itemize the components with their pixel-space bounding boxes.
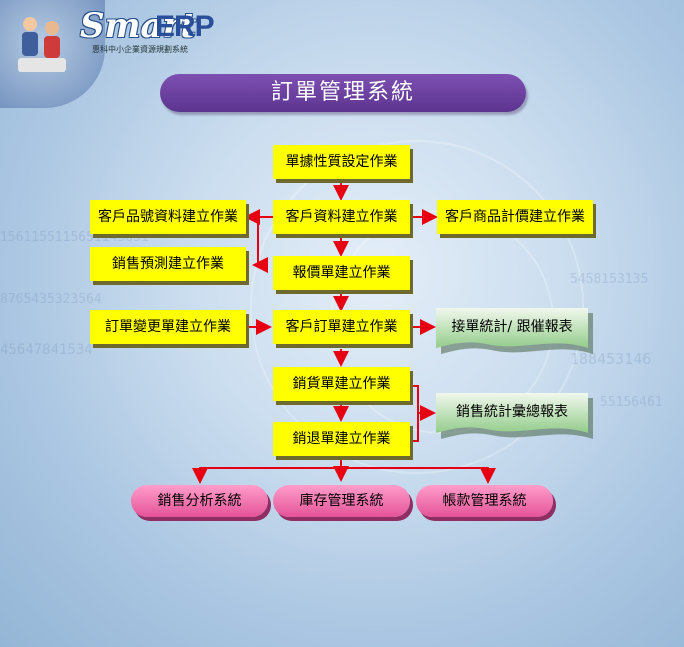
- box-customer-item: 客戶品號資料建立作業: [90, 200, 246, 234]
- report-order-stats: 接單統計/ 跟催報表: [436, 308, 594, 356]
- background-digits: 45647841534: [0, 342, 93, 358]
- logo-tagline: 惠科中小企業資源規劃系統: [92, 45, 188, 54]
- report-label: 銷售統計彙總報表: [456, 404, 568, 420]
- bracket-right: [410, 385, 419, 442]
- page-title: 訂單管理系統: [160, 74, 526, 112]
- report-label: 接單統計/ 跟催報表: [451, 319, 573, 335]
- box-sales-forecast: 銷售預測建立作業: [90, 247, 246, 281]
- document-shape-icon: [436, 308, 593, 354]
- background-globe: [250, 140, 584, 474]
- system-inventory: 庫存管理系統: [273, 485, 410, 517]
- box-customer-data: 客戶資料建立作業: [273, 200, 410, 234]
- background-digits: 188453146: [570, 350, 652, 368]
- arrow-to-forecast: [252, 233, 268, 273]
- system-accounts: 帳款管理系統: [416, 485, 553, 517]
- background-digits: 55156461: [600, 395, 663, 410]
- box-order-change: 訂單變更單建立作業: [90, 310, 246, 344]
- box-customer-price: 客戶商品計價建立作業: [437, 200, 593, 234]
- document-shape-icon: [436, 393, 593, 439]
- box-doc-property: 單據性質設定作業: [273, 145, 410, 179]
- system-sales-analysis: 銷售分析系統: [131, 485, 268, 517]
- report-sales-stats: 銷售統計彙總報表: [436, 393, 594, 441]
- logo-brand-bold: ERP: [155, 10, 215, 43]
- branch-line: [199, 467, 489, 478]
- background-digits: 5458153135: [570, 272, 649, 287]
- background-digits: 8765435323564: [0, 292, 102, 307]
- people-icon: [18, 17, 66, 72]
- box-customer-order: 客戶訂單建立作業: [273, 310, 410, 344]
- box-sales-out: 銷貨單建立作業: [273, 367, 410, 401]
- box-quotation: 報價單建立作業: [273, 256, 410, 290]
- box-sales-return: 銷退單建立作業: [273, 422, 410, 456]
- company-logo: Smart ERP 惠科中小企業資源規劃系統: [0, 0, 230, 110]
- logo-brand-script: Smart: [80, 6, 197, 46]
- bracket-left: [257, 216, 273, 233]
